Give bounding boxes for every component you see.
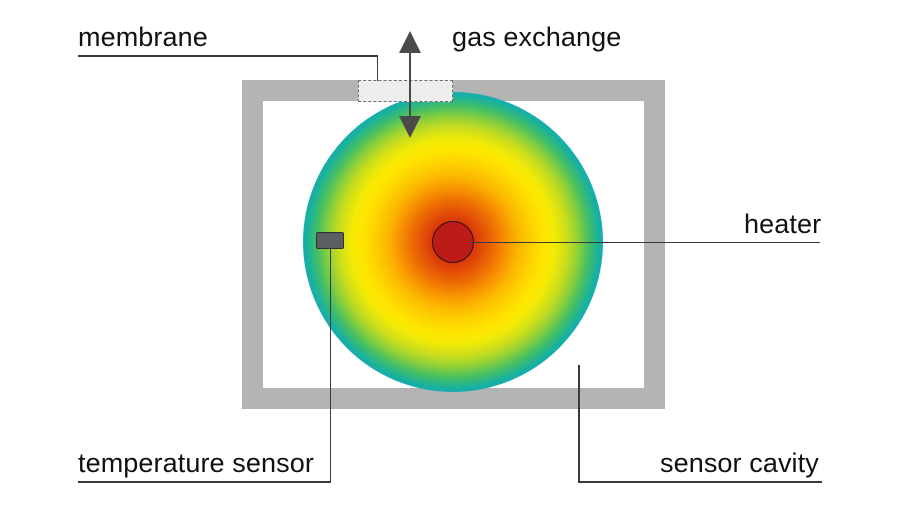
label-gas-exchange: gas exchange: [452, 22, 622, 52]
label-heater: heater: [744, 209, 822, 239]
temperature-sensor-leader-vertical: [329, 248, 332, 481]
label-membrane: membrane: [78, 22, 208, 52]
heater-leader-line: [470, 241, 820, 244]
label-sensor-cavity: sensor cavity: [660, 448, 819, 478]
gas-exchange-arrow-up-icon: [399, 31, 421, 53]
membrane-leader-vertical: [376, 55, 379, 81]
label-temperature-sensor: temperature sensor: [78, 448, 314, 478]
gas-exchange-arrow-shaft: [409, 48, 411, 134]
membrane-element[interactable]: [358, 80, 453, 102]
heater-element[interactable]: [432, 221, 474, 263]
sensor-cavity-frame: [242, 80, 665, 409]
sensor-cavity-leader-vertical: [578, 365, 580, 481]
sensor-cavity-leader-horizontal: [578, 481, 822, 483]
temperature-sensor-leader-horizontal: [78, 481, 331, 483]
gas-exchange-arrow-down-icon: [399, 116, 421, 138]
membrane-leader-horizontal: [78, 55, 378, 57]
temperature-sensor-chip[interactable]: [316, 232, 344, 249]
